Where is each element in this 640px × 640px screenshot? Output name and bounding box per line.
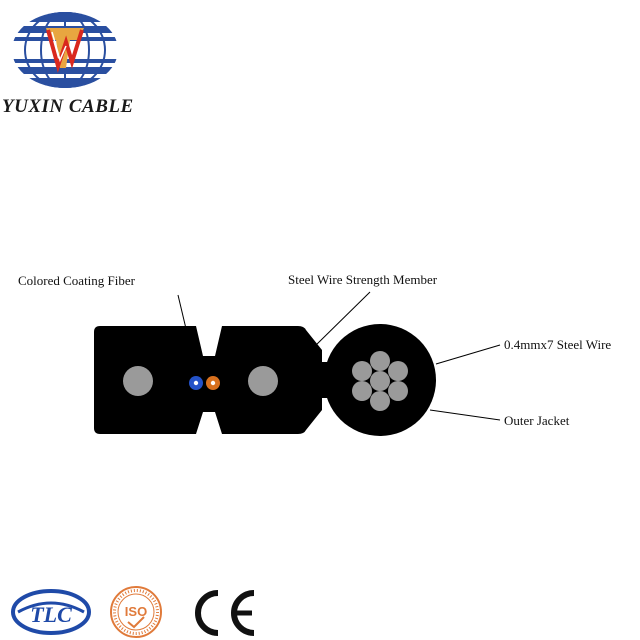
leader-steel-wire [435, 344, 501, 365]
leader-steel-member [313, 291, 371, 348]
label-steel-wire: 0.4mmx7 Steel Wire [504, 337, 612, 352]
steel-wire [352, 381, 372, 401]
w-emblem-icon [46, 28, 84, 73]
leader-outer-jacket [429, 409, 501, 421]
strength-member-right [248, 366, 278, 396]
steel-wire-center [370, 371, 390, 391]
iso-text: ISO [125, 604, 147, 619]
label-outer-jacket: Outer Jacket [504, 413, 570, 428]
ce-mark [195, 590, 255, 636]
steel-wire [388, 361, 408, 381]
label-colored-coating-fiber: Colored Coating Fiber [18, 273, 135, 288]
steel-wire [370, 351, 390, 371]
tlc-text: TLC [30, 602, 72, 627]
brand-name: YUXIN CABLE [2, 96, 134, 117]
globe-icon [12, 12, 118, 88]
leader-colored-fiber [177, 294, 198, 376]
steel-wire [352, 361, 372, 381]
label-steel-wire-strength-member: Steel Wire Strength Member [288, 272, 438, 287]
steel-wire [388, 381, 408, 401]
steel-wire-bundle [352, 351, 408, 411]
steel-wire [370, 391, 390, 411]
fiber-blue-core [193, 380, 199, 386]
strength-member-left [123, 366, 153, 396]
tlc-logo: TLC [11, 589, 91, 635]
yuxin-logo [12, 12, 118, 88]
fiber-orange-core [210, 380, 216, 386]
iso-seal: ISO [110, 586, 162, 638]
